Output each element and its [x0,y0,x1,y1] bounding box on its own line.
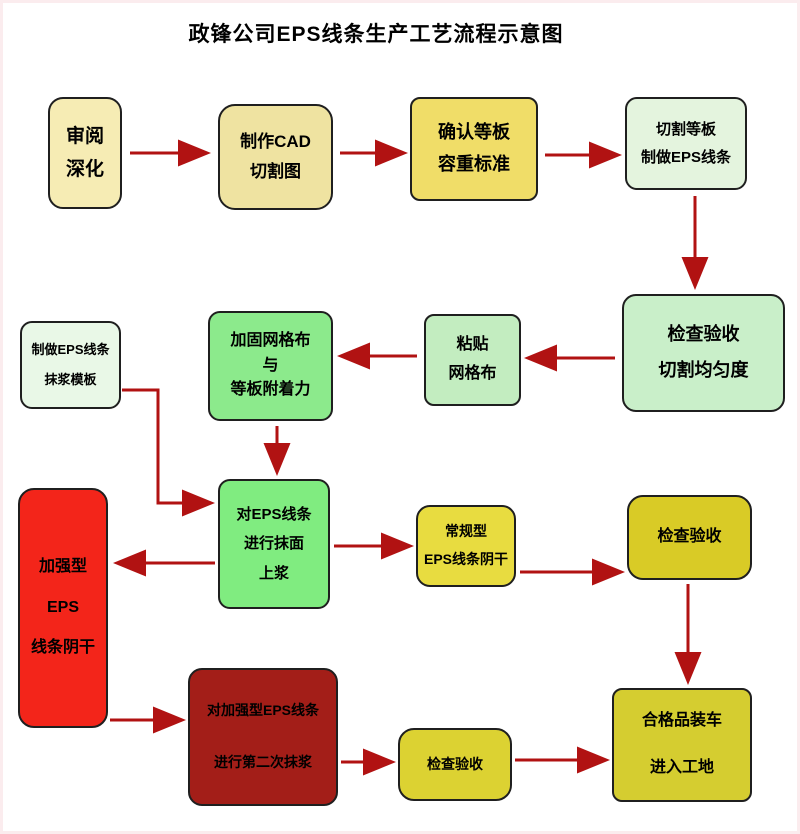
node-inspection-regular: 检查验收 [627,495,752,580]
node-label: 等板附着力 [230,381,311,399]
node-label: 加强型 [38,557,87,575]
node-label: 上浆 [258,564,289,582]
node-label: 确认等板 [438,122,510,143]
node-label: 对EPS线条 [236,506,312,524]
node-label: EPS线条阴干 [423,551,508,567]
node-inspection-reinforced: 检查验收 [398,728,512,801]
arrow-template-to-plaster [122,388,215,517]
node-reinforce-mesh-adhesion: 加固网格布 与 等板附着力 [208,311,333,421]
node-label: 制做EPS线条 [640,148,731,166]
node-label: 线条阴干 [30,639,95,657]
node-reinforced-eps-drying: 加强型 EPS 线条阴干 [18,488,108,728]
node-label: 切割等板 [655,121,716,139]
node-label: 常规型 [445,523,487,540]
node-eps-surface-plastering: 对EPS线条 进行抹面 上浆 [218,479,330,609]
node-label: 网格布 [448,365,497,382]
node-paste-mesh-cloth: 粘贴 网格布 [424,314,521,406]
node-inspect-cutting-uniformity: 检查验收 切割均匀度 [622,294,785,412]
page-title: 政锋公司EPS线条生产工艺流程示意图 [188,23,564,46]
node-label: 审阅 [65,125,104,147]
node-label: 与 [262,356,279,374]
node-label: 制作CAD [240,131,311,151]
node-label: 加固网格布 [230,331,311,349]
node-review-deepening: 审阅 深化 [48,97,122,209]
node-label: 深化 [65,159,104,180]
node-label: 进入工地 [649,759,714,776]
node-label: 抹浆模板 [44,372,97,387]
node-make-eps-plaster-template: 制做EPS线条 抹浆模板 [20,321,121,409]
node-label: 粘贴 [456,336,489,354]
node-cad-cutting-drawing: 制作CAD 切割图 [218,104,333,210]
node-qualified-loading: 合格品装车 进入工地 [612,688,752,802]
node-label: 检查验收 [667,324,740,345]
node-label: 切割均匀度 [658,360,749,380]
node-label: 检查验收 [427,755,483,772]
node-label: 进行第二次抹浆 [214,754,312,771]
node-label: EPS [46,598,79,616]
node-second-plastering: 对加强型EPS线条 进行第二次抹浆 [188,668,338,806]
node-cut-board-make-eps: 切割等板 制做EPS线条 [625,97,747,190]
node-label: 对加强型EPS线条 [206,702,319,719]
node-label: 容重标准 [438,154,510,174]
node-confirm-board-density: 确认等板 容重标准 [410,97,538,201]
node-label: 检查验收 [657,528,722,546]
node-regular-eps-drying: 常规型 EPS线条阴干 [416,505,516,587]
node-label: 制做EPS线条 [31,341,110,357]
node-label: 进行抹面 [243,535,304,553]
node-label: 合格品装车 [641,712,722,730]
node-label: 切割图 [250,162,301,181]
